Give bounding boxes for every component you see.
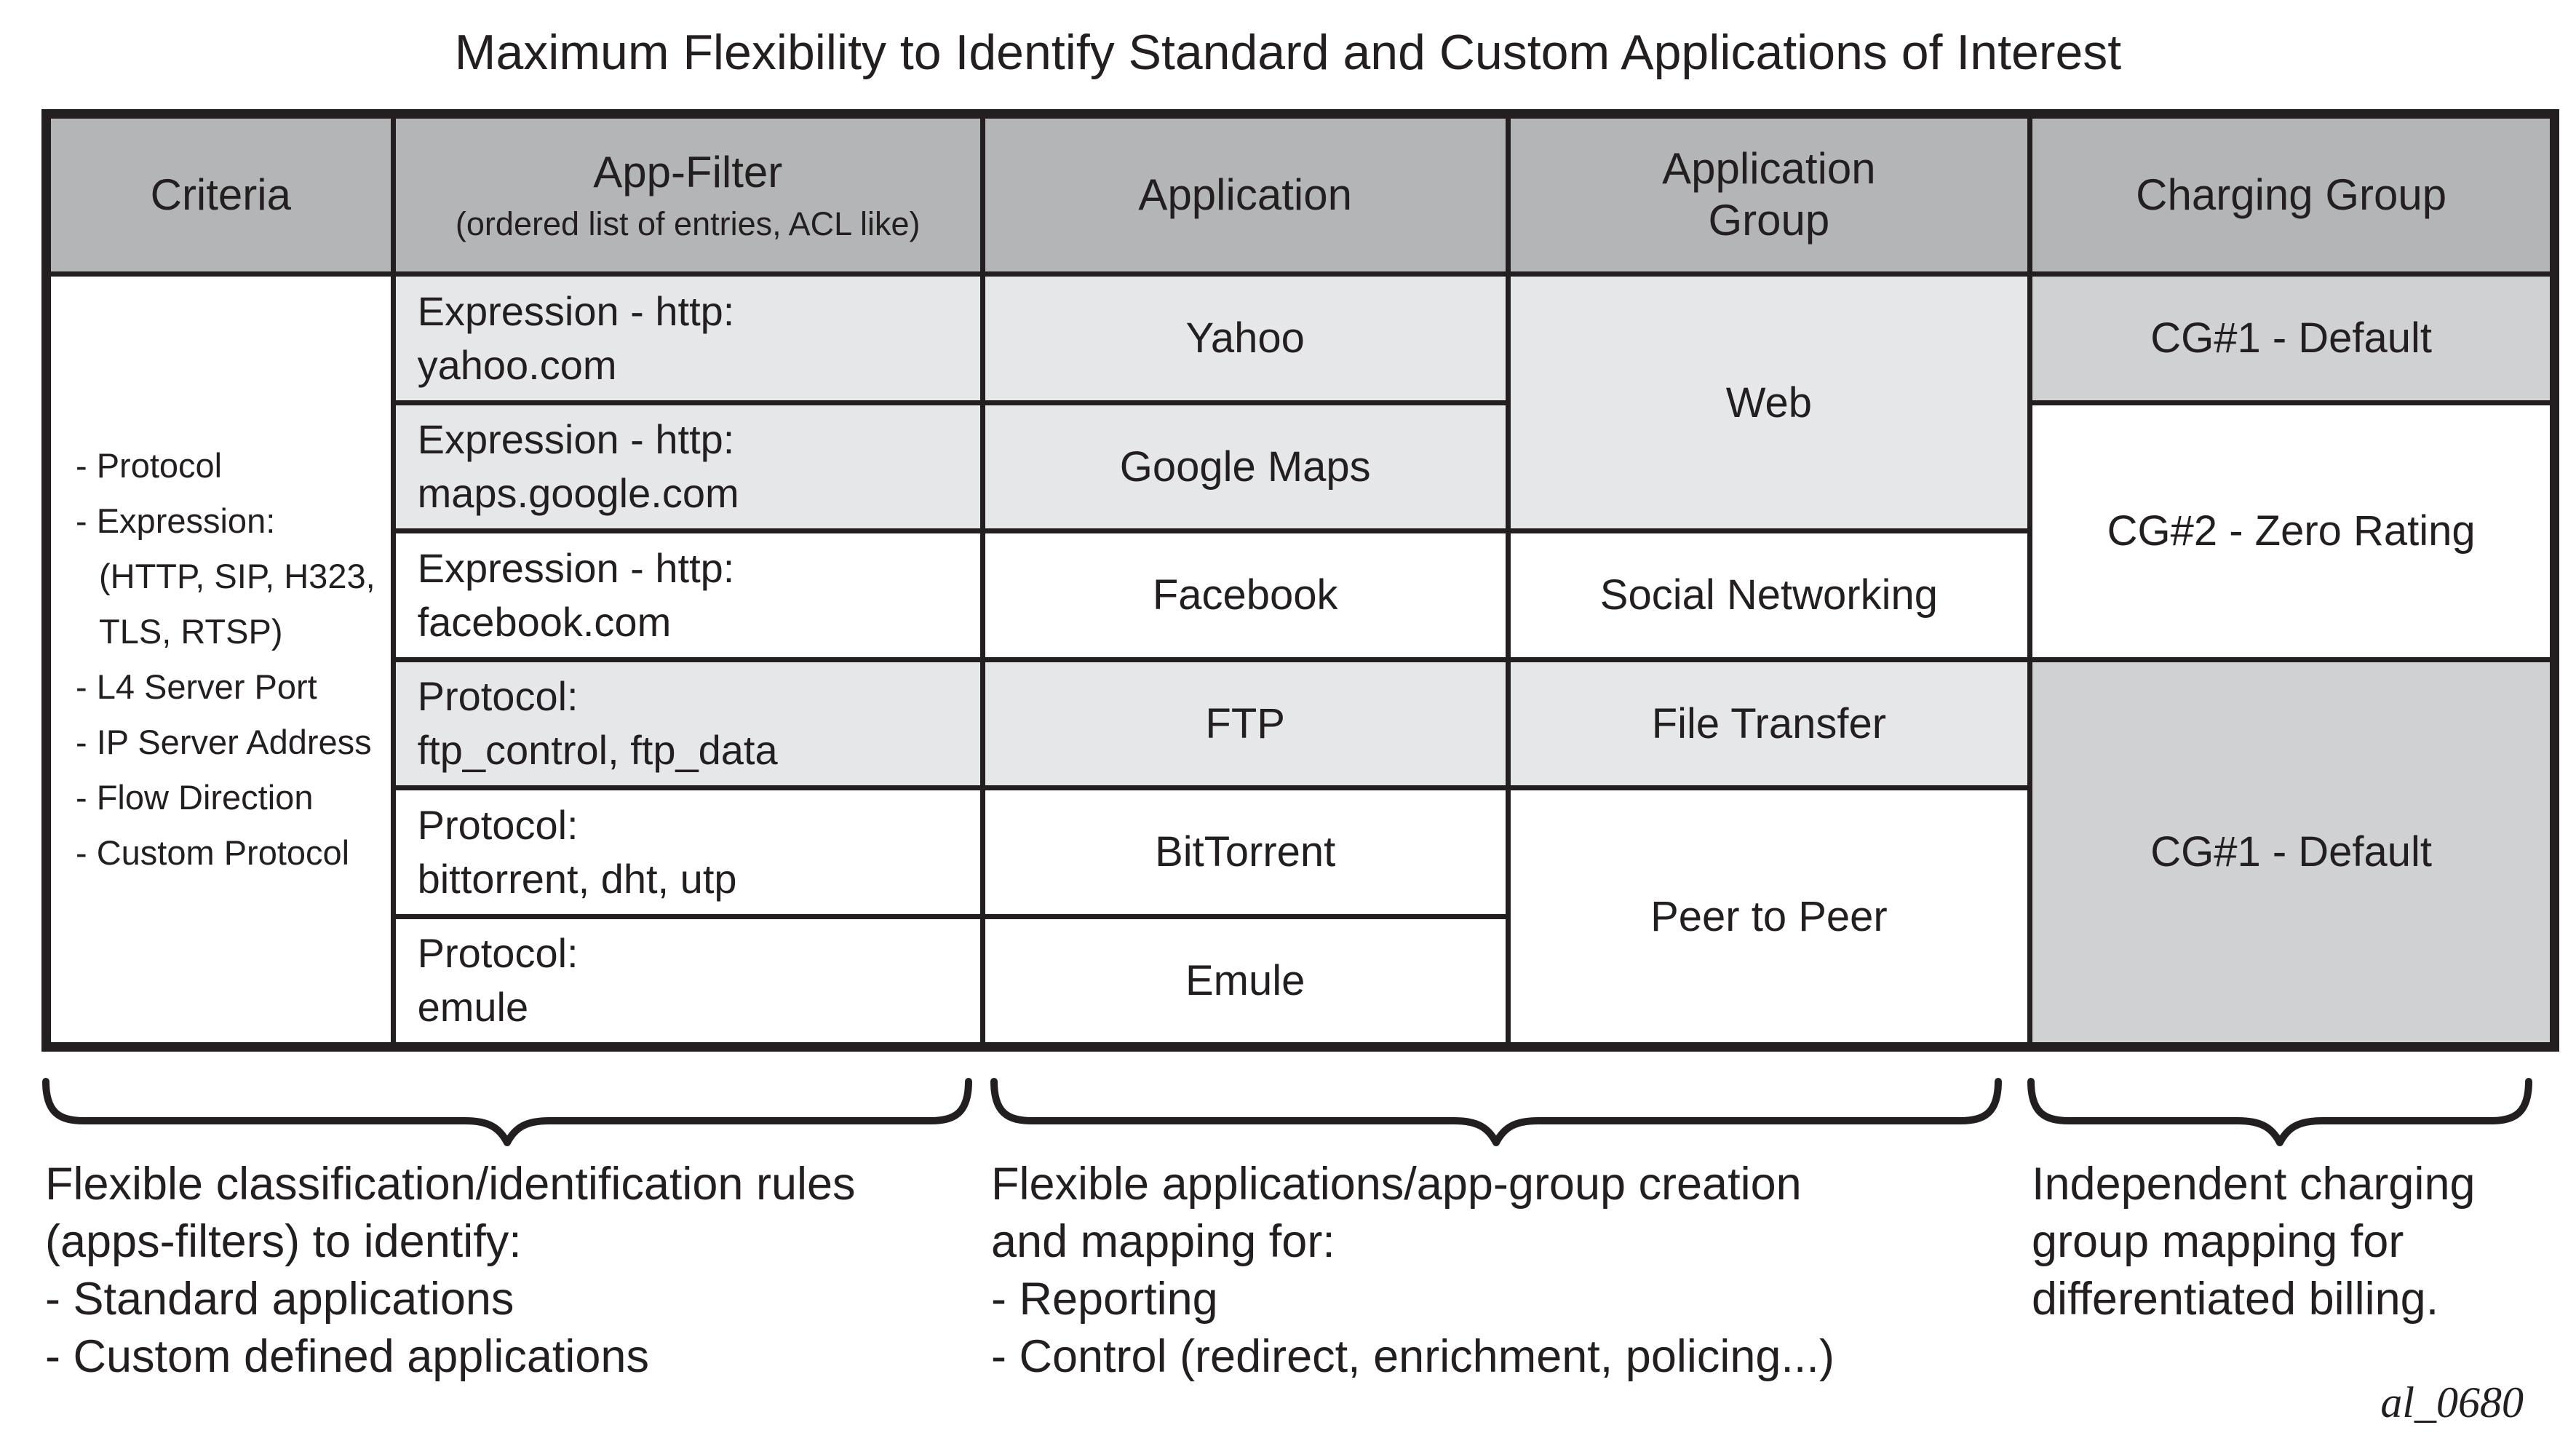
header-application: Application — [985, 119, 1506, 271]
app-group-cell-peer-to-peer: Peer to Peer — [1510, 790, 2028, 1042]
app-group-cell-web: Web — [1510, 277, 2028, 528]
annotation-line: - Control (redirect, enrichment, policin… — [991, 1331, 1834, 1382]
app-filter-line: emule — [417, 984, 529, 1031]
annotation-classification-rules: Flexible classification/identification r… — [45, 1156, 998, 1386]
app-filter-line: Expression - http: — [417, 416, 735, 463]
app-filter-line: maps.google.com — [417, 470, 739, 517]
criteria-line: TLS, RTSP) — [99, 612, 283, 651]
charging-group-cell-default-top: CG#1 - Default — [2032, 277, 2550, 400]
app-filter-line: Expression - http: — [417, 544, 735, 591]
annotation-line: Flexible applications/app-group creation — [991, 1159, 1802, 1210]
header-application-group: Application Group — [1510, 119, 2028, 271]
criteria-line: - IP Server Address — [76, 723, 372, 761]
app-filter-line: facebook.com — [417, 598, 672, 645]
annotation-line: and mapping for: — [991, 1216, 1335, 1267]
app-filter-cell-facebook: Expression - http: facebook.com — [395, 533, 980, 657]
app-filter-cell-bittorrent: Protocol: bittorrent, dht, utp — [395, 790, 980, 914]
annotation-app-group-creation: Flexible applications/app-group creation… — [991, 1156, 2024, 1386]
annotation-line: group mapping for — [2032, 1216, 2404, 1267]
annotation-line: Independent charging — [2032, 1159, 2476, 1210]
criteria-line: - L4 Server Port — [76, 667, 317, 706]
header-label: Application — [1662, 144, 1876, 194]
application-cell-bittorrent: BitTorrent — [985, 790, 1506, 914]
criteria-cell: - Protocol - Expression: (HTTP, SIP, H32… — [51, 277, 391, 1042]
app-filter-cell-ftp: Protocol: ftp_control, ftp_data — [395, 662, 980, 785]
criteria-line: - Custom Protocol — [76, 833, 350, 872]
header-charging-group: Charging Group — [2032, 119, 2550, 271]
app-group-cell-social-networking: Social Networking — [1510, 533, 2028, 657]
header-label: Criteria — [150, 170, 291, 219]
header-label: Group — [1708, 196, 1830, 245]
header-label: Application — [1138, 170, 1352, 219]
app-filter-line: bittorrent, dht, utp — [417, 855, 737, 902]
charging-group-cell-default-bottom: CG#1 - Default — [2032, 662, 2550, 1042]
header-label: Charging Group — [2136, 170, 2447, 219]
application-mapping-table: Criteria App-Filter (ordered list of ent… — [41, 109, 2559, 1052]
header-app-filter: App-Filter (ordered list of entries, ACL… — [395, 119, 980, 271]
criteria-line: - Protocol — [76, 446, 223, 485]
app-filter-line: Protocol: — [417, 801, 579, 848]
app-filter-cell-yahoo: Expression - http: yahoo.com — [395, 277, 980, 400]
criteria-line: - Flow Direction — [76, 778, 314, 817]
annotation-line: - Custom defined applications — [45, 1331, 649, 1382]
annotation-line: Flexible classification/identification r… — [45, 1159, 856, 1210]
annotation-line: (apps-filters) to identify: — [45, 1216, 522, 1267]
application-cell-facebook: Facebook — [985, 533, 1506, 657]
application-cell-emule: Emule — [985, 918, 1506, 1042]
app-filter-line: yahoo.com — [417, 341, 617, 388]
app-filter-cell-emule: Protocol: emule — [395, 918, 980, 1042]
app-filter-cell-google-maps: Expression - http: maps.google.com — [395, 405, 980, 528]
application-cell-yahoo: Yahoo — [985, 277, 1506, 400]
application-cell-google-maps: Google Maps — [985, 405, 1506, 528]
criteria-line: (HTTP, SIP, H323, — [99, 557, 375, 595]
header-sublabel: (ordered list of entries, ACL like) — [455, 205, 921, 242]
annotation-line: - Standard applications — [45, 1274, 514, 1325]
application-cell-ftp: FTP — [985, 662, 1506, 785]
underbrace-charging-mapping — [2027, 1076, 2533, 1148]
annotation-line: differentiated billing. — [2032, 1274, 2439, 1325]
criteria-line: - Expression: — [76, 501, 276, 540]
figure-id-label: al_0680 — [2380, 1378, 2524, 1426]
charging-group-cell-zero-rating: CG#2 - Zero Rating — [2032, 405, 2550, 657]
app-filter-line: Expression - http: — [417, 287, 735, 334]
underbrace-classification — [41, 1076, 973, 1148]
app-filter-line: Protocol: — [417, 673, 579, 720]
app-filter-line: Protocol: — [417, 930, 579, 977]
annotation-charging-mapping: Independent charging group mapping for d… — [2032, 1156, 2570, 1328]
underbrace-app-group-creation — [990, 1076, 2003, 1148]
figure-title: Maximum Flexibility to Identify Standard… — [454, 25, 2122, 80]
annotation-line: - Reporting — [991, 1274, 1218, 1325]
app-filter-line: ftp_control, ftp_data — [417, 727, 778, 774]
header-criteria: Criteria — [51, 119, 391, 271]
app-group-cell-file-transfer: File Transfer — [1510, 662, 2028, 785]
header-label: App-Filter — [593, 148, 783, 197]
